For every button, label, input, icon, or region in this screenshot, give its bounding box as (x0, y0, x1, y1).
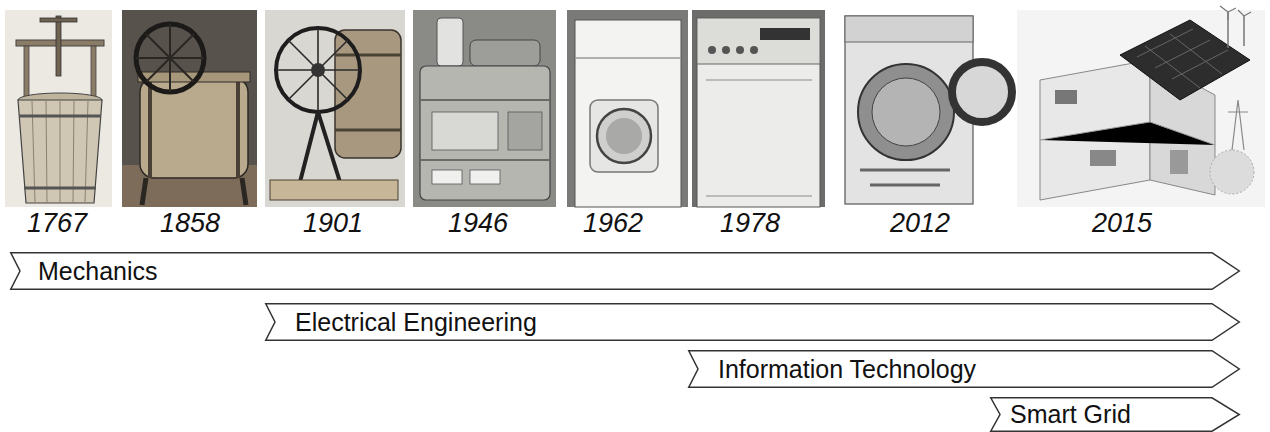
washer-1901-part (335, 30, 401, 158)
washer-1901-part (335, 55, 401, 130)
washer-1901-part (276, 28, 360, 112)
washer-1858-part (136, 24, 204, 92)
phase-name: Mechanics (38, 259, 158, 284)
year-label: 1946 (448, 210, 508, 237)
smart-home-2015-part (1137, 29, 1228, 88)
washer-2012-part (860, 170, 950, 185)
washer-1946 (413, 10, 556, 207)
chevron-shape (689, 351, 1240, 388)
washer-1978-part (706, 80, 812, 196)
phase-name: Electrical Engineering (295, 310, 537, 335)
smart-home-2015-part (1040, 122, 1215, 145)
washer-1946-part (432, 112, 498, 150)
washer-1946-part (432, 170, 462, 184)
washer-1858-part (122, 10, 257, 207)
tub-1767 (5, 10, 112, 207)
chevron-shape (11, 253, 1240, 290)
phase-text-holder: Mechanics (10, 252, 1240, 290)
washer-2012-part (845, 16, 973, 42)
year-label: 1901 (303, 210, 363, 237)
washer-1978-part (722, 46, 730, 54)
chevron-outline (10, 252, 1240, 290)
washer-1978-part (708, 46, 716, 54)
washer-1978-part (697, 18, 820, 207)
washer-2012-part (872, 78, 940, 146)
washer-1978 (692, 10, 825, 207)
phase-text-holder: Electrical Engineering (265, 303, 1240, 341)
tub-1767-part (91, 46, 96, 102)
chevron-shape (991, 398, 1240, 432)
smart-home-2015-part (1055, 90, 1077, 104)
tub-1767-part (56, 16, 61, 76)
smart-home-2015-part (1210, 150, 1254, 194)
phase-text-holder: Information Technology (688, 350, 1240, 388)
smart-home-2015-part (1228, 100, 1248, 150)
washer-2012-part (952, 62, 1012, 122)
washer-2012-part (858, 64, 954, 160)
smart-home-2015-part (1220, 6, 1251, 20)
washer-1962-part (575, 57, 681, 59)
washer-1962 (567, 10, 688, 207)
washer-1946-part (437, 18, 463, 66)
phase-arrow: Information Technology (688, 350, 1240, 388)
washer-1901-part (265, 10, 405, 207)
washer-1901-part (300, 112, 340, 182)
washer-1978-part (750, 46, 758, 54)
smart-home-2015-part (1228, 12, 1244, 48)
washer-1946-part (413, 10, 556, 207)
phase-name: Smart Grid (1010, 402, 1131, 427)
washer-1946-part (420, 100, 550, 160)
year-label: 2012 (890, 210, 950, 237)
washer-1901-part (311, 63, 325, 77)
smart-home-2015-part (1090, 150, 1116, 166)
washer-2012 (831, 10, 1012, 207)
washer-1962-part (597, 109, 651, 163)
smart-home-2015-part (1120, 20, 1250, 100)
phase-arrow: Mechanics (10, 252, 1240, 290)
washer-1858-part (142, 178, 246, 205)
washer-1962-part (575, 20, 681, 207)
year-label: 1858 (160, 210, 220, 237)
smart-home-2015-part (1017, 10, 1265, 207)
year-label: 1978 (720, 210, 780, 237)
washer-1962-part (606, 118, 642, 154)
phase-text-holder: Smart Grid (990, 397, 1240, 432)
tub-1767-part (40, 18, 77, 22)
phase-arrow: Electrical Engineering (265, 303, 1240, 341)
washer-1901 (265, 10, 405, 207)
year-label: 1767 (27, 210, 87, 237)
washer-1978-part (760, 28, 810, 40)
tub-1767-part (24, 46, 29, 102)
washer-1858-part (136, 24, 204, 92)
washer-1946-part (508, 112, 542, 150)
washer-1901-part (276, 28, 360, 112)
smart-home-2015-part (1170, 150, 1188, 174)
washer-1901-part (270, 180, 398, 200)
tub-1767-part (19, 116, 101, 188)
year-label: 2015 (1092, 210, 1152, 237)
washer-1962-part (590, 100, 658, 172)
tub-1767-part (18, 100, 102, 203)
chevron-shape (266, 304, 1240, 341)
washer-1858-part (140, 78, 248, 178)
phase-arrow: Smart Grid (990, 397, 1240, 432)
tub-1767-part (5, 10, 112, 207)
washer-2012-part (831, 10, 1012, 207)
washer-1946-part (420, 66, 550, 200)
washer-1978-part (736, 46, 744, 54)
washer-1946-part (470, 40, 540, 66)
smart-home-2015 (1017, 6, 1265, 207)
washer-1946-part (470, 170, 500, 184)
year-label: 1962 (583, 210, 643, 237)
washer-1858 (122, 10, 257, 207)
washer-1962-part (567, 10, 688, 207)
washer-1978-part (697, 18, 820, 64)
washer-1978-part (692, 10, 825, 207)
phase-name: Information Technology (718, 357, 976, 382)
